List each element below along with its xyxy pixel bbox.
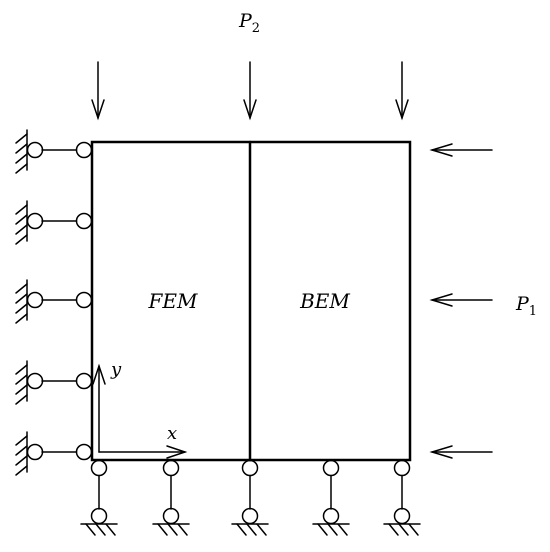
fem-region-label: FEM	[148, 289, 198, 313]
side-load-arrow	[429, 143, 493, 157]
top-load-label: P2	[238, 10, 260, 36]
top-load-arrows	[91, 61, 409, 121]
bottom-supports	[80, 459, 421, 536]
left-roller-support	[15, 279, 93, 324]
y-axis-label: y	[110, 359, 122, 380]
coordinate-axes	[92, 363, 188, 459]
left-roller-support	[15, 200, 93, 245]
side-load-arrows	[429, 143, 493, 459]
side-load-arrow	[429, 445, 493, 459]
bottom-roller-support	[152, 459, 190, 536]
left-roller-support	[15, 360, 93, 405]
bottom-roller-support	[312, 459, 350, 536]
bottom-roller-support	[80, 459, 118, 536]
left-roller-support	[15, 431, 93, 476]
x-axis-label: x	[167, 423, 177, 444]
side-load-arrow	[429, 293, 493, 307]
bottom-roller-support	[231, 459, 269, 536]
top-load-arrow	[91, 61, 105, 121]
left-supports	[15, 129, 93, 476]
left-roller-support	[15, 129, 93, 174]
top-load-arrow	[395, 61, 409, 121]
top-load-arrow	[243, 61, 257, 121]
bem-region-label: BEM	[299, 289, 350, 313]
side-load-label: P1	[515, 293, 537, 319]
bottom-roller-support	[383, 459, 421, 536]
